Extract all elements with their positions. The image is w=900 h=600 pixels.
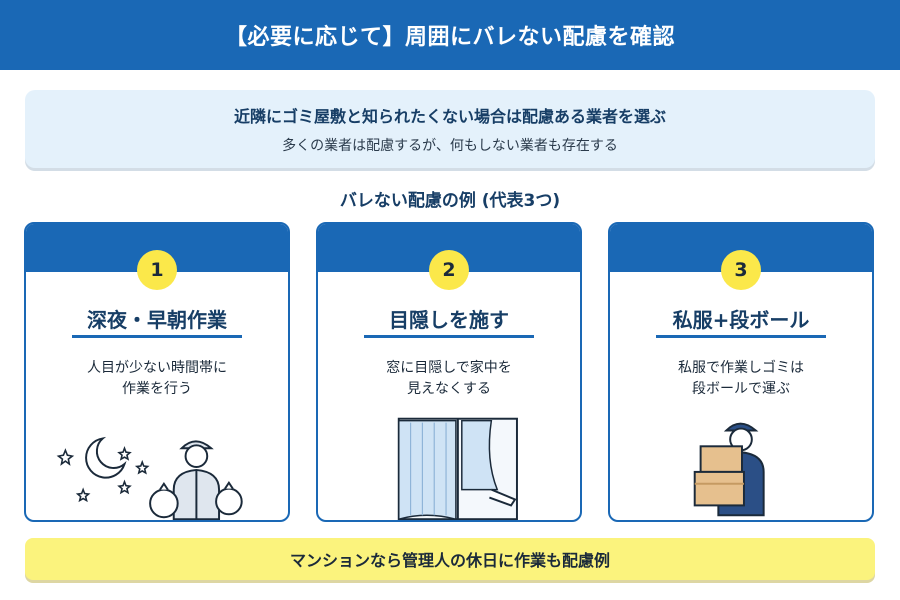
- card-description: 人目が少ない時間帯に 作業を行う: [26, 358, 288, 400]
- card-title-underline: [72, 335, 242, 338]
- card-late-night: 1 深夜・早朝作業 人目が少ない時間帯に 作業を行う: [24, 222, 290, 522]
- card-number-badge: 2: [429, 250, 469, 290]
- card-description: 窓に目隠しで家中を 見えなくする: [318, 358, 580, 400]
- card-desc-line: 段ボールで運ぶ: [692, 381, 790, 397]
- page-title: 【必要に応じて】周囲にバレない配慮を確認: [224, 25, 675, 50]
- card-description: 私服で作業しゴミは 段ボールで運ぶ: [610, 358, 872, 400]
- page-header: 【必要に応じて】周囲にバレない配慮を確認: [0, 0, 900, 70]
- card-screening: 2 目隠しを施す 窓に目隠しで家中を 見えなくする: [316, 222, 582, 522]
- footer-note: マンションなら管理人の休日に作業も配慮例: [25, 538, 875, 580]
- card-number-badge: 1: [137, 250, 177, 290]
- card-title-underline: [364, 335, 534, 338]
- info-main-text: 近隣にゴミ屋敷と知られたくない場合は配慮ある業者を選ぶ: [233, 107, 666, 126]
- card-desc-line: 人目が少ない時間帯に: [87, 360, 227, 376]
- card-title: 目隠しを施す: [389, 308, 509, 332]
- card-desc-line: 作業を行う: [122, 381, 192, 397]
- info-sub-text: 多くの業者は配慮するが、何もしない業者も存在する: [282, 138, 618, 154]
- card-title: 深夜・早朝作業: [87, 308, 227, 332]
- info-box: 近隣にゴミ屋敷と知られたくない場合は配慮ある業者を選ぶ 多くの業者は配慮するが、…: [25, 90, 875, 168]
- box-carrier-icon: [610, 412, 872, 520]
- night-worker-icon: [26, 412, 288, 520]
- curtain-window-icon: [318, 412, 580, 520]
- card-plain-clothes: 3 私服+段ボール 私服で作業しゴミは 段ボールで運ぶ: [608, 222, 874, 522]
- card-desc-line: 私服で作業しゴミは: [678, 360, 804, 376]
- card-title: 私服+段ボール: [672, 308, 810, 332]
- card-number-badge: 3: [721, 250, 761, 290]
- card-desc-line: 窓に目隠しで家中を: [386, 360, 512, 376]
- section-title: バレない配慮の例 (代表3つ): [339, 191, 561, 211]
- card-desc-line: 見えなくする: [407, 381, 491, 397]
- footer-note-text: マンションなら管理人の休日に作業も配慮例: [289, 551, 610, 570]
- card-title-underline: [656, 335, 826, 338]
